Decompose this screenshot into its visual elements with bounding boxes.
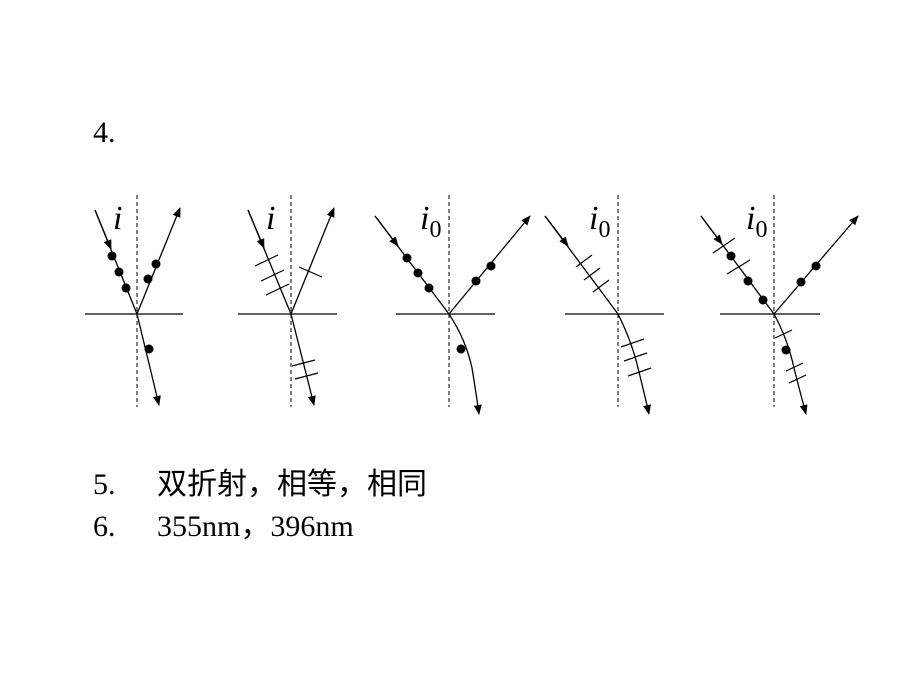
polarization-bar	[291, 359, 316, 367]
polarization-dot	[144, 344, 154, 354]
diagram-1: i	[85, 195, 183, 407]
diagram-2: i	[238, 195, 337, 407]
answer-5-number: 5.	[93, 468, 116, 501]
refracted-ray	[290, 313, 316, 406]
polarization-dot	[151, 259, 161, 269]
polarization-dot	[107, 251, 117, 261]
polarization-bar	[712, 237, 736, 254]
diagram-3: i0	[374, 195, 531, 415]
polarization-dot	[114, 267, 124, 277]
question-4-number: 4.	[93, 116, 116, 149]
angle-label: i	[266, 200, 275, 237]
polarization-dot	[486, 261, 496, 271]
answer-6-text: 355nm，396nm	[157, 510, 354, 543]
polarization-bar	[726, 259, 751, 275]
polarization-dot	[726, 251, 736, 261]
polarization-dot	[143, 274, 153, 284]
angle-label: i0	[589, 200, 610, 243]
polarization-bar	[785, 362, 804, 372]
polarization-bar	[627, 367, 652, 377]
polarization-dot	[456, 344, 466, 354]
polarization-dot	[424, 283, 434, 293]
incident-arrow	[374, 215, 399, 247]
polarization-bar	[260, 269, 285, 282]
polarization-bar	[254, 254, 279, 267]
polarization-bar	[592, 279, 610, 293]
answer-6-number: 6.	[93, 510, 116, 543]
polarization-dot	[758, 295, 768, 305]
incident-arrow	[700, 215, 723, 245]
polarization-bar	[774, 329, 793, 339]
polarization-bar	[265, 283, 290, 296]
angle-label: i0	[746, 200, 767, 243]
refracted-ray	[136, 313, 161, 406]
refracted-ray	[448, 313, 482, 415]
refracted-ray	[773, 313, 808, 415]
incident-arrow	[247, 209, 265, 249]
polarization-dot	[781, 345, 791, 355]
polarization-bar	[788, 374, 807, 384]
polarization-dot	[743, 276, 753, 286]
polarization-bar	[298, 266, 323, 278]
polarization-bar	[623, 352, 648, 362]
polarization-dot	[413, 268, 423, 278]
answer-5: 5. 双折射，相等，相同	[93, 470, 427, 500]
polarization-dot	[471, 276, 481, 286]
angle-label: i0	[420, 200, 441, 243]
polarization-dot	[121, 283, 131, 293]
reflected-ray	[290, 207, 335, 315]
angle-label: i	[113, 200, 122, 237]
polarization-dot	[811, 261, 821, 271]
polarization-bar	[583, 267, 601, 281]
incident-arrow	[94, 209, 112, 250]
polarization-dot	[796, 277, 806, 287]
answer-6: 6. 355nm，396nm	[93, 512, 354, 542]
polarization-bar	[575, 254, 593, 268]
polarization-bar	[294, 372, 319, 380]
incident-arrow	[544, 215, 569, 247]
diagram-5: i0	[700, 195, 859, 415]
diagram-4: i0	[544, 195, 664, 415]
polarization-dot	[402, 253, 412, 263]
answer-5-text: 双折射，相等，相同	[157, 468, 427, 501]
refracted-ray	[617, 313, 651, 415]
polarization-bar	[620, 338, 645, 348]
